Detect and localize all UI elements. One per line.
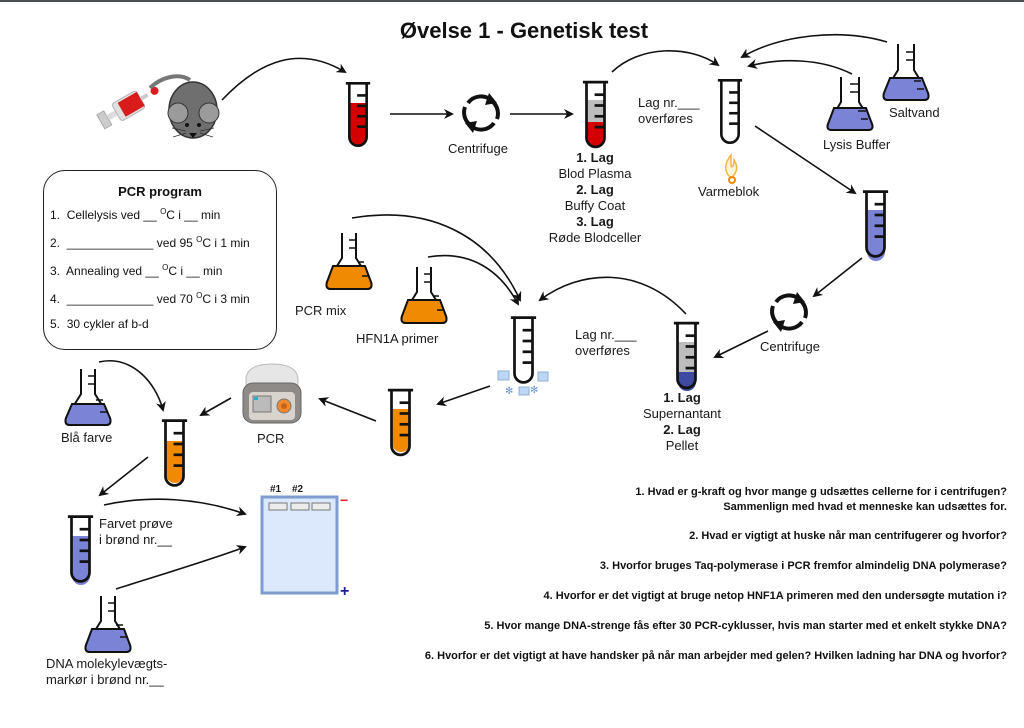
pcr-program-box: PCR program 1. Cellelysis ved __ OC i __…: [43, 170, 277, 350]
pcr-mix-flask: [325, 233, 373, 290]
blue-dye-label: Blå farve: [61, 430, 113, 445]
pcr-program-heading: PCR program: [118, 184, 202, 199]
blood-layer-1-name: Blod Plasma: [558, 166, 632, 181]
question-1-line-1: 1. Hvad er g-kraft og hvor mange g udsæt…: [635, 486, 1007, 498]
separated-blood-tube: [582, 80, 609, 149]
dna-marker-flask: [84, 596, 132, 653]
supernatant-layer-1-heading: 1. Lag: [663, 390, 701, 405]
blood-layer-list: 1. Lag Blod Plasma 2. Lag Buffy Coat 3. …: [540, 150, 650, 246]
supernatant-pellet-tube: [673, 321, 700, 391]
top-border: [0, 0, 1024, 2]
dyed-sample-label-a: Farvet prøve: [99, 516, 173, 531]
blood-tube: [345, 81, 371, 148]
flame-icon: [725, 152, 738, 184]
question-5: 5. Hvor mange DNA-strenge fås efter 30 P…: [484, 620, 1007, 632]
question-1: 1. Hvad er g-kraft og hvor mange g udsæt…: [635, 485, 1007, 515]
saltvand-label: Saltvand: [889, 105, 940, 120]
pcr-step-2: 2. _____________ ved 95 OC i 1 min: [50, 235, 250, 250]
question-3: 3. Hvorfor bruges Taq-polymerase i PCR f…: [599, 560, 1007, 572]
pcr-step-4: 4. _____________ ved 70 OC i 3 min: [50, 291, 250, 306]
blood-layer-1-heading: 1. Lag: [576, 150, 614, 165]
question-2: 2. Hvad er vigtigt at huske når man cent…: [689, 530, 1007, 542]
dna-marker-label-b: markør i brønd nr.__: [46, 672, 164, 687]
pcr-product-tube: [161, 419, 188, 487]
transfer-layer-label-2b: overføres: [575, 343, 630, 358]
varmeblok-label: Varmeblok: [698, 184, 760, 199]
question-1-line-2: Sammenlign med hvad et menneske kan udsæ…: [723, 501, 1007, 513]
page-title: Øvelse 1 - Genetisk test: [399, 18, 649, 43]
flow-arrows: [98, 34, 888, 590]
mouse-icon: [148, 74, 220, 139]
supernatant-layer-1-name: Supernantant: [642, 406, 722, 421]
gel-minus-pole: −: [340, 492, 349, 508]
supernatant-layer-2-name: Pellet: [665, 438, 699, 453]
pcr-sample-tube: [387, 388, 414, 457]
primer-label: HFN1A primer: [356, 331, 439, 346]
gel-well-2-label: #2: [292, 484, 304, 495]
gel-electrophoresis: [260, 495, 339, 595]
lysate-tube: [862, 190, 889, 261]
question-6: 6. Hvorfor er det vigtigt at have handsk…: [424, 650, 1007, 662]
supernatant-layer-list: 1. Lag Supernantant 2. Lag Pellet: [630, 390, 734, 454]
dna-marker-label-a: DNA molekylevægts-: [46, 656, 168, 671]
lysis-buffer-label: Lysis Buffer: [823, 137, 891, 152]
gel-plus-pole: +: [340, 583, 350, 600]
svg-text:✻: ✻: [505, 386, 513, 397]
pcr-step-5: 5. 30 cykler af b-d: [50, 317, 149, 331]
centrifuge-label: Centrifuge: [448, 141, 508, 156]
saltvand-flask: [882, 44, 930, 101]
centrifuge-icon-2: [770, 292, 808, 332]
syringe-icon: [96, 86, 159, 130]
blood-layer-3-name: Røde Blodceller: [548, 230, 642, 245]
blood-layer-3-heading: 3. Lag: [576, 214, 614, 229]
question-4: 4. Hvorfor er det vigtigt at bruge netop…: [543, 590, 1007, 602]
heat-block-tube: [717, 78, 743, 145]
blood-layer-2-heading: 2. Lag: [576, 182, 614, 197]
dyed-sample-tube: [67, 515, 94, 585]
primer-flask: [400, 267, 448, 324]
transfer-layer-label-1b: overføres: [638, 111, 693, 126]
blue-dye-flask: [64, 369, 112, 426]
blood-layer-2-name: Buffy Coat: [564, 198, 626, 213]
pcr-machine-icon: [242, 363, 302, 424]
pcr-mix-label: PCR mix: [295, 303, 347, 318]
ice-icon: ✻ ✻: [497, 370, 549, 397]
pcr-step-3: 3. Annealing ved __ OC i __ min: [50, 263, 223, 278]
centrifuge-icon: [462, 93, 500, 133]
transfer-layer-label-2a: Lag nr.___: [575, 327, 637, 342]
ice-tube: [510, 316, 537, 384]
supernatant-layer-2-heading: 2. Lag: [663, 422, 701, 437]
pcr-machine-label: PCR: [257, 431, 285, 446]
centrifuge-label-2: Centrifuge: [760, 339, 820, 354]
gel-well-1-label: #1: [270, 484, 282, 495]
transfer-layer-label-1a: Lag nr.___: [638, 95, 700, 110]
pcr-step-1: 1. Cellelysis ved __ OC i __ min: [50, 207, 221, 222]
lysis-buffer-flask: [826, 77, 874, 131]
svg-text:✻: ✻: [530, 385, 538, 396]
dyed-sample-label-b: i brønd nr.__: [99, 532, 172, 547]
